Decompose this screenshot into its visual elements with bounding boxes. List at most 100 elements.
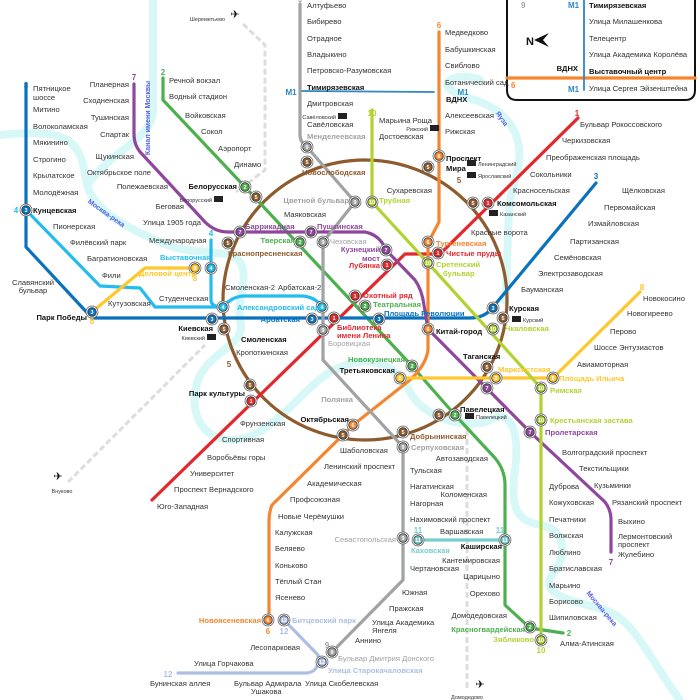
station-label: Зябликово: [493, 635, 534, 644]
station-label: Смоленская: [241, 335, 287, 344]
station-label: Красные ворота: [471, 228, 528, 237]
station-label: Новоясеневская: [199, 616, 261, 625]
station-label: Римская: [550, 386, 582, 395]
station-label: имени Ленина: [337, 331, 391, 340]
station-label: Волгоградский проспект: [562, 448, 648, 457]
station-label: бульвар: [443, 269, 475, 278]
station-label: Щёлковская: [622, 186, 665, 195]
station-label: Лермонтовский: [618, 532, 672, 541]
interchange-l3-icon: 3: [205, 312, 219, 326]
station-label: Крестьянская застава: [550, 416, 633, 425]
interchange-line-number: 10: [369, 200, 375, 206]
station-label: Автозаводская: [436, 454, 488, 463]
interchange-l8-icon: 8: [546, 371, 560, 385]
station-label: Сухаревская: [387, 186, 432, 195]
interchange-l9-icon: 9: [300, 140, 314, 154]
interchange-l1-icon: 1: [348, 289, 362, 303]
station-label: Чеховская: [330, 237, 367, 246]
railway-station-label: Савёловский: [302, 114, 336, 121]
interchange-l4-icon: 4: [204, 261, 218, 275]
yauza-river: [443, 72, 524, 304]
station-label: Партизанская: [570, 237, 619, 246]
rivers: [0, 0, 684, 700]
interchange-l9-icon: 9: [316, 235, 330, 249]
station-label: Деловой центр: [139, 269, 196, 278]
station-label: Улица 1905 года: [143, 218, 202, 227]
interchange-line-number: 10: [490, 327, 496, 333]
station-label: Нагорная: [410, 499, 443, 508]
line-number-label: 3: [594, 172, 599, 181]
interchange-line-number: 3: [377, 317, 380, 323]
station-label: Марксистская: [498, 365, 550, 374]
interchange-l11-icon: 11: [411, 533, 425, 547]
station-label: Алтуфьево: [307, 1, 346, 10]
station-label: Выставочная: [160, 253, 211, 262]
line-6: [267, 30, 441, 622]
line-5-ring: [221, 158, 509, 442]
station-label: Бауманская: [521, 285, 563, 294]
interchange-line-number: 1: [486, 201, 489, 207]
station-label: Мира: [446, 164, 467, 173]
station-label: Царицыно: [463, 572, 500, 581]
interchange-l6-icon: 6: [421, 322, 435, 336]
station-label: Измайловская: [588, 219, 639, 228]
station-label: Красногвардейская: [451, 625, 525, 634]
aeroexpress: [66, 22, 469, 690]
line-number-label: 8: [90, 317, 95, 326]
station-label: Кантемировская: [442, 556, 500, 565]
interchange-line-number: 8: [398, 376, 401, 382]
interchange-l3-icon: 3: [486, 301, 500, 315]
interchange-l2-icon: 2: [358, 299, 372, 313]
interchange-l7-icon: 7: [379, 243, 393, 257]
station-label: Александровский сад: [237, 303, 320, 312]
interchange-line-number: 5: [471, 201, 474, 207]
station-label: шоссе: [33, 93, 55, 102]
moskva-river: [0, 129, 684, 700]
station-label: Каширская: [461, 542, 502, 551]
interchange-line-number: 4: [209, 266, 213, 272]
interchange-line-number: 10: [538, 638, 544, 644]
interchange-line-number: 6: [426, 327, 429, 333]
station-label: Щукинская: [96, 152, 134, 161]
station-label: Сокол: [201, 127, 223, 136]
interchange-l5-icon: 5: [466, 196, 480, 210]
station-label: Достоевская: [379, 132, 424, 141]
interchange-l5-icon: 5: [421, 160, 435, 174]
interchange-line-number: 9: [401, 445, 404, 451]
interchange-line-number: 5: [222, 327, 225, 333]
station-label: Варшавская: [440, 527, 483, 536]
station-label: Тверская: [261, 236, 295, 245]
station-label: Водный стадион: [169, 92, 227, 101]
station-label: Войковская: [185, 111, 226, 120]
station-label: Черкизовская: [562, 136, 610, 145]
railway-station-label: Белорусский: [179, 197, 212, 204]
station-label: Битцевский парк: [292, 616, 356, 625]
station-label: Бульвар Дмитрия Донского: [338, 654, 434, 663]
interchange-line-number: 3: [210, 317, 213, 323]
interchange-line-number: 1: [353, 294, 356, 300]
interchange-line-number: 2: [363, 304, 366, 310]
line-number-label: 6: [266, 627, 271, 636]
interchange-line-number: 5: [426, 165, 429, 171]
inset-station-label: Телецентр: [589, 34, 626, 43]
station-label: Братиславская: [549, 564, 602, 573]
station-label: Ленинский проспект: [324, 462, 396, 471]
station-label: Новокосино: [643, 294, 685, 303]
line-number-label: 7: [609, 558, 614, 567]
station-label: Савёловская: [307, 120, 353, 129]
interchange-l8-icon: 8: [489, 371, 503, 385]
interchange-line-number: 4: [221, 305, 225, 311]
train-icon: [430, 125, 439, 131]
interchange-l1-icon: 1: [431, 246, 445, 260]
station-label: Улица Академика: [372, 618, 435, 627]
interchange-line-number: 7: [384, 248, 387, 254]
station-label: Площадь Ильича: [559, 374, 625, 383]
station-label: Тульская: [410, 466, 442, 475]
interchange-line-number: 10: [538, 418, 544, 424]
station-label: Чкаловская: [505, 324, 549, 333]
station-label: Жулебино: [618, 550, 654, 559]
interchange-l9-icon: 9: [325, 645, 339, 659]
station-label: Волоколамская: [33, 122, 88, 131]
interchange-line-number: 2: [410, 364, 413, 370]
